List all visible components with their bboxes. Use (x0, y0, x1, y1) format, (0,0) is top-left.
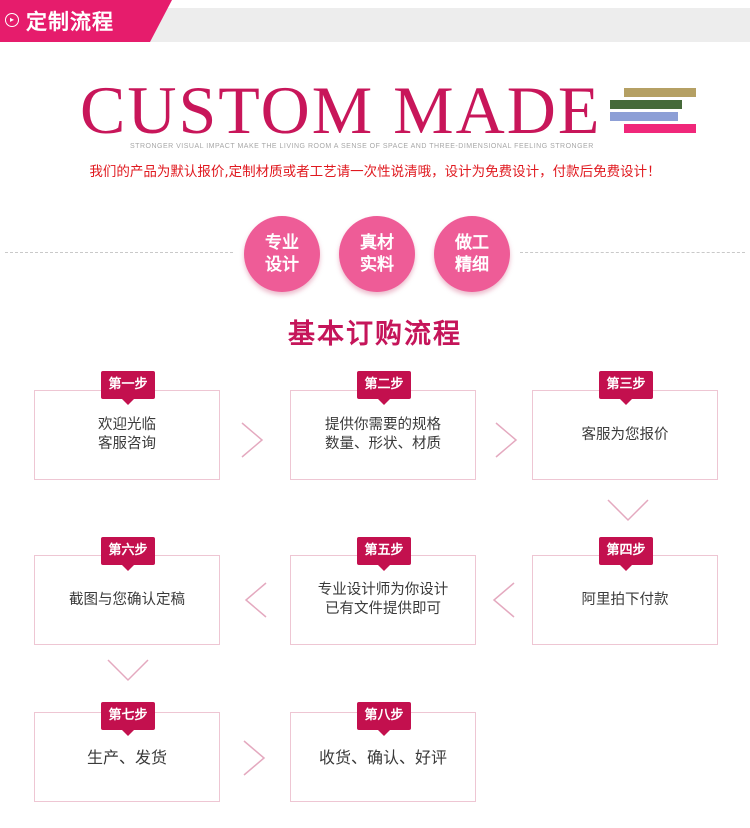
step-box-3: 客服为您报价 (532, 390, 718, 480)
step-badge-3: 第三步 (599, 371, 653, 399)
feature-circle-design: 专业 设计 (244, 216, 320, 292)
badge-pointer (122, 399, 134, 405)
step-box-1: 欢迎光临 客服咨询 (34, 390, 220, 480)
step-box-2: 提供你需要的规格 数量、形状、材质 (290, 390, 476, 480)
arrow-right-icon (495, 422, 518, 458)
badge-pointer (378, 399, 390, 405)
step-text: 专业设计师为你设计 已有文件提供即可 (317, 582, 449, 617)
header-title: 定制流程 (26, 9, 114, 34)
stripe-2 (610, 100, 682, 109)
feature-line: 设计 (265, 255, 299, 275)
section-title: 基本订购流程 (288, 319, 462, 350)
dashed-divider-left (5, 252, 233, 253)
step-badge-4: 第四步 (599, 537, 653, 565)
feature-line: 精细 (455, 255, 489, 275)
step-text: 收货、确认、好评 (318, 747, 447, 767)
badge-pointer (620, 565, 632, 571)
step-badge-2: 第二步 (357, 371, 411, 399)
step-text: 阿里拍下付款 (581, 591, 669, 608)
feature-circle-craft: 做工 精细 (434, 216, 510, 292)
dashed-divider-right (520, 252, 745, 253)
step-text: 客服为您报价 (581, 426, 669, 443)
arrow-left-icon (244, 582, 267, 618)
stripe-3 (610, 112, 678, 121)
step-text: 生产、发货 (86, 747, 167, 767)
step-badge-1: 第一步 (101, 371, 155, 399)
step-text: 欢迎光临 客服咨询 (98, 417, 156, 452)
feature-line: 实料 (360, 255, 394, 275)
step-badge-7: 第七步 (101, 702, 155, 730)
badge-pointer (378, 730, 390, 736)
step-box-8: 收货、确认、好评 (290, 712, 476, 802)
feature-circle-material: 真材 实料 (339, 216, 415, 292)
arrow-right-icon (241, 422, 264, 458)
arrow-down-icon (107, 659, 149, 682)
step-badge-5: 第五步 (357, 537, 411, 565)
arrow-down-icon (607, 499, 649, 522)
header-bar (0, 0, 750, 42)
arrow-left-icon (492, 582, 515, 618)
feature-line: 专业 (265, 233, 299, 253)
banner-notice: 我们的产品为默认报价,定制材质或者工艺请一次性说清哦，设计为免费设计，付款后免费… (89, 164, 661, 180)
stripe-4 (624, 124, 696, 133)
step-text: 截图与您确认定稿 (69, 591, 185, 608)
badge-pointer (122, 565, 134, 571)
circle-chevron-right-icon: ▸ (5, 13, 19, 27)
badge-pointer (620, 399, 632, 405)
feature-line: 做工 (455, 233, 489, 253)
custom-made-title: CUSTOM MADE (80, 72, 602, 148)
badge-pointer (378, 565, 390, 571)
stripe-1 (624, 88, 696, 97)
step-badge-8: 第八步 (357, 702, 411, 730)
feature-line: 真材 (360, 233, 394, 253)
banner-subtitle: STRONGER VISUAL IMPACT MAKE THE LIVING R… (130, 143, 594, 150)
arrow-right-icon (243, 740, 266, 776)
badge-pointer (122, 730, 134, 736)
step-badge-6: 第六步 (101, 537, 155, 565)
step-text: 提供你需要的规格 数量、形状、材质 (325, 417, 441, 452)
